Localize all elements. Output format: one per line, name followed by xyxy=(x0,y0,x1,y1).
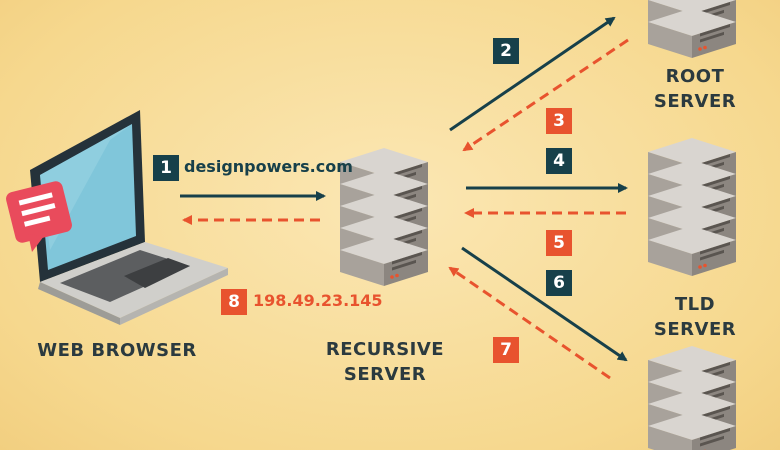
authoritative-server-icon xyxy=(648,346,736,450)
web-browser-label: WEB BROWSER xyxy=(37,340,197,361)
step-1-domain: designpowers.com xyxy=(184,157,353,176)
step-4-badge: 4 xyxy=(546,148,572,174)
step-1-badge: 1 xyxy=(153,155,179,181)
chat-bubble-icon xyxy=(6,181,72,252)
arrow-7 xyxy=(448,266,611,380)
arrow-3 xyxy=(462,38,629,152)
recursive-server-label: RECURSIVE SERVER xyxy=(325,339,445,385)
step-6-badge: 6 xyxy=(546,270,572,296)
root-server-icon xyxy=(648,0,736,58)
step-3-badge: 3 xyxy=(546,108,572,134)
step-2-badge: 2 xyxy=(493,38,519,64)
recursive-server-icon xyxy=(340,148,428,286)
tld-server-icon xyxy=(648,138,736,276)
arrow-6 xyxy=(461,246,628,362)
step-8-ip-address: 198.49.23.145 xyxy=(253,291,383,310)
step-5-badge: 5 xyxy=(546,230,572,256)
laptop-icon xyxy=(30,110,228,325)
arrow-2 xyxy=(449,16,616,132)
step-8-badge: 8 xyxy=(221,289,247,315)
tld-server-label: TLD SERVER xyxy=(653,294,737,340)
root-server-label: ROOT SERVER xyxy=(653,66,737,112)
step-7-badge: 7 xyxy=(493,337,519,363)
